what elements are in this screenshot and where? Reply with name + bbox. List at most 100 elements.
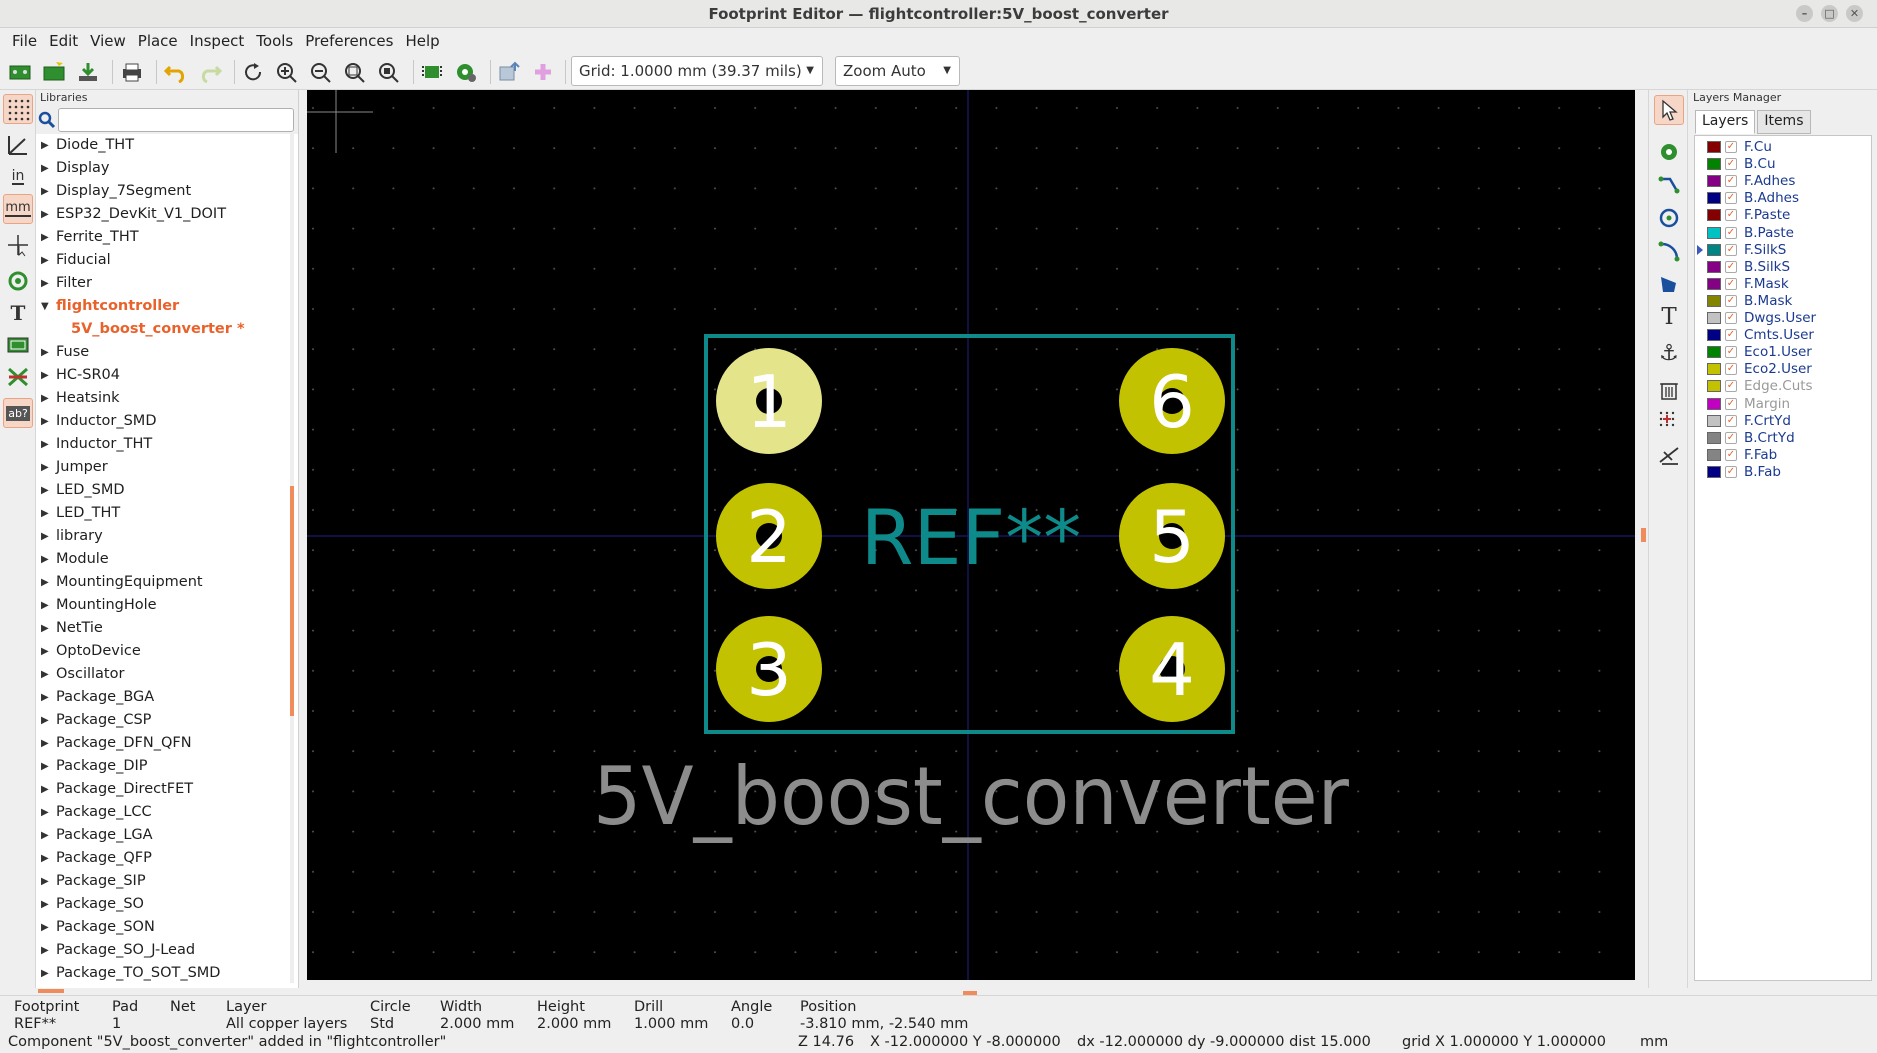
reference-text[interactable]: REF** xyxy=(861,493,1082,582)
layer-color-swatch[interactable] xyxy=(1707,192,1721,205)
show-pad-numbers-icon[interactable]: ab? xyxy=(3,398,33,428)
layer-visibility-checkbox[interactable]: ✓ xyxy=(1725,465,1737,478)
library-tree-item[interactable]: ▶Package_TO_SOT_SMD xyxy=(36,962,286,981)
library-scrollbar[interactable] xyxy=(290,133,294,983)
layer-visibility-checkbox[interactable]: ✓ xyxy=(1725,226,1737,239)
collapsed-triangle-icon[interactable]: ▶ xyxy=(41,669,49,680)
library-tree-item[interactable]: ▶Display xyxy=(36,157,286,180)
collapsed-triangle-icon[interactable]: ▶ xyxy=(41,623,49,634)
layer-visibility-checkbox[interactable]: ✓ xyxy=(1725,243,1737,256)
collapsed-triangle-icon[interactable]: ▶ xyxy=(41,945,49,956)
library-tree-item[interactable]: ▶Jumper xyxy=(36,456,286,479)
layer-row[interactable]: ✓B.Adhes xyxy=(1695,190,1873,207)
layer-visibility-checkbox[interactable]: ✓ xyxy=(1725,431,1737,444)
layer-color-swatch[interactable] xyxy=(1707,329,1721,342)
library-tree-item[interactable]: ▶Display_7Segment xyxy=(36,180,286,203)
collapsed-triangle-icon[interactable]: ▶ xyxy=(41,278,49,289)
tab-items[interactable]: Items xyxy=(1757,110,1811,134)
library-tree-item[interactable]: ▶Ferrite_THT xyxy=(36,226,286,249)
zoom-selection-icon[interactable] xyxy=(375,59,403,85)
library-tree-item[interactable]: ▶Inductor_THT xyxy=(36,433,286,456)
library-tree-item[interactable]: ▶MountingHole xyxy=(36,594,286,617)
library-scrollbar-thumb[interactable] xyxy=(290,486,294,716)
collapsed-triangle-icon[interactable]: ▶ xyxy=(41,830,49,841)
library-tree-item[interactable]: ▶Package_DFN_QFN xyxy=(36,732,286,755)
minimize-icon[interactable]: – xyxy=(1796,5,1813,22)
layer-color-swatch[interactable] xyxy=(1707,465,1721,478)
pad-settings-icon[interactable] xyxy=(452,59,480,85)
collapsed-triangle-icon[interactable]: ▶ xyxy=(41,347,49,358)
draw-line-icon[interactable] xyxy=(1654,170,1684,200)
library-tree-item[interactable]: ▶Diode_THT xyxy=(36,134,286,157)
layer-color-swatch[interactable] xyxy=(1707,209,1721,222)
draw-circle-icon[interactable] xyxy=(1654,203,1684,233)
high-contrast-icon[interactable] xyxy=(3,362,33,392)
layer-visibility-checkbox[interactable]: ✓ xyxy=(1725,380,1737,393)
collapsed-triangle-icon[interactable]: ▶ xyxy=(41,439,49,450)
layer-row[interactable]: ✓F.Mask xyxy=(1695,276,1873,293)
layer-row[interactable]: ✓Edge.Cuts xyxy=(1695,378,1873,395)
layer-visibility-checkbox[interactable]: ✓ xyxy=(1725,209,1737,222)
menu-inspect[interactable]: Inspect xyxy=(189,32,245,50)
collapsed-triangle-icon[interactable]: ▶ xyxy=(41,163,49,174)
layer-visibility-checkbox[interactable]: ✓ xyxy=(1725,175,1737,188)
layer-visibility-checkbox[interactable]: ✓ xyxy=(1725,312,1737,324)
canvas-hscroll-marker[interactable] xyxy=(963,991,977,995)
polar-coords-icon[interactable] xyxy=(3,130,33,160)
layer-row[interactable]: ✓Dwgs.User xyxy=(1695,310,1873,327)
layer-row[interactable]: ✓B.Fab xyxy=(1695,464,1873,481)
layer-row[interactable]: ✓Margin xyxy=(1695,396,1873,413)
collapsed-triangle-icon[interactable]: ▶ xyxy=(41,232,49,243)
layer-color-swatch[interactable] xyxy=(1707,243,1721,256)
layer-row[interactable]: ✓F.Fab xyxy=(1695,447,1873,464)
layer-row[interactable]: ✓Eco2.User xyxy=(1695,361,1873,378)
tab-layers[interactable]: Layers xyxy=(1695,110,1756,134)
layer-visibility-checkbox[interactable]: ✓ xyxy=(1725,329,1737,342)
collapsed-triangle-icon[interactable]: ▶ xyxy=(41,508,49,519)
save-icon[interactable] xyxy=(74,59,102,85)
library-tree-item[interactable]: ▶MountingEquipment xyxy=(36,571,286,594)
menu-file[interactable]: File xyxy=(12,32,38,50)
library-tree-item[interactable]: ▶Package_DirectFET xyxy=(36,778,286,801)
pad-3[interactable]: 3 xyxy=(716,616,822,722)
collapsed-triangle-icon[interactable]: ▶ xyxy=(41,186,49,197)
layer-color-swatch[interactable] xyxy=(1707,277,1721,290)
graphics-sketch-icon[interactable] xyxy=(3,330,33,360)
refresh-icon[interactable] xyxy=(239,59,267,85)
pad-6[interactable]: 6 xyxy=(1119,348,1225,454)
library-tree-item[interactable]: ▶Fiducial xyxy=(36,249,286,272)
collapsed-triangle-icon[interactable]: ▶ xyxy=(41,577,49,588)
grid-toggle-icon[interactable] xyxy=(3,94,33,124)
layer-row[interactable]: ✓Eco1.User xyxy=(1695,344,1873,361)
layer-color-swatch[interactable] xyxy=(1707,141,1721,153)
select-arrow-icon[interactable] xyxy=(1654,95,1684,125)
menu-help[interactable]: Help xyxy=(405,32,440,50)
library-tree-item[interactable]: ▼flightcontroller xyxy=(36,295,286,318)
collapsed-triangle-icon[interactable]: ▶ xyxy=(41,600,49,611)
layer-visibility-checkbox[interactable]: ✓ xyxy=(1725,277,1737,290)
pad-sketch-icon[interactable] xyxy=(3,266,33,296)
collapsed-triangle-icon[interactable]: ▶ xyxy=(41,922,49,933)
pad-4[interactable]: 4 xyxy=(1119,616,1225,722)
library-tree-item[interactable]: ▶Package_LGA xyxy=(36,824,286,847)
layer-visibility-checkbox[interactable]: ✓ xyxy=(1725,192,1737,205)
menu-edit[interactable]: Edit xyxy=(49,32,79,50)
library-tree-item[interactable]: ▶Package_SIP xyxy=(36,870,286,893)
library-tree-item[interactable]: ▶Package_LCC xyxy=(36,801,286,824)
library-search-input[interactable] xyxy=(58,108,294,132)
collapsed-triangle-icon[interactable]: ▶ xyxy=(41,140,49,151)
layer-visibility-checkbox[interactable]: ✓ xyxy=(1725,414,1737,427)
layer-color-swatch[interactable] xyxy=(1707,312,1721,324)
collapsed-triangle-icon[interactable]: ▶ xyxy=(41,784,49,795)
layer-row[interactable]: ✓F.Adhes xyxy=(1695,173,1873,190)
add-pad-icon[interactable] xyxy=(1654,137,1684,167)
layer-color-swatch[interactable] xyxy=(1707,380,1721,393)
text-sketch-icon[interactable]: T xyxy=(10,301,26,325)
collapsed-triangle-icon[interactable]: ▶ xyxy=(41,370,49,381)
collapsed-triangle-icon[interactable]: ▶ xyxy=(41,876,49,887)
library-tree-item[interactable]: ▶LED_THT xyxy=(36,502,286,525)
layer-visibility-checkbox[interactable]: ✓ xyxy=(1725,448,1737,461)
pad-2[interactable]: 2 xyxy=(716,483,822,589)
collapsed-triangle-icon[interactable]: ▶ xyxy=(41,393,49,404)
expanded-triangle-icon[interactable]: ▼ xyxy=(41,301,49,312)
